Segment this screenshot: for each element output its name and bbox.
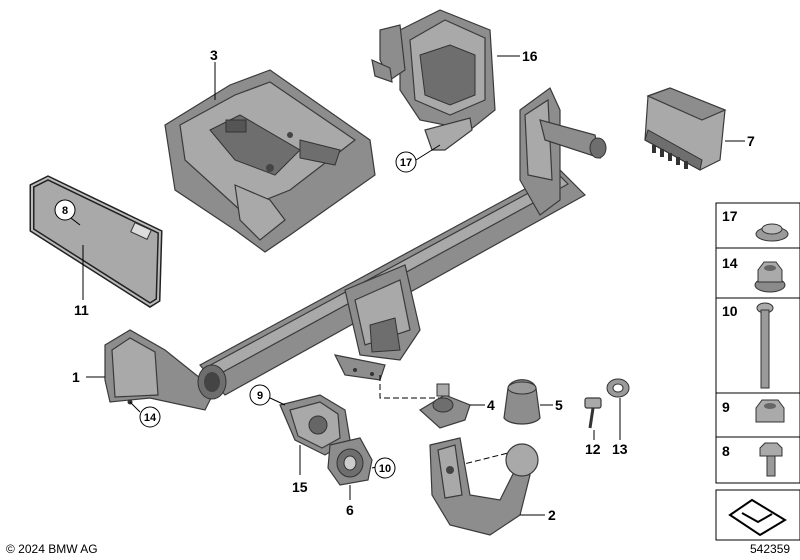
part-2-tow-ball [429,437,539,536]
copyright-text: © 2024 BMW AG [6,542,98,556]
sidebar-item-14: 14 [722,255,738,271]
sidebar-item-9: 9 [722,399,730,415]
hex-nut-icon [755,399,785,423]
part-6-socket [327,437,373,486]
callout-14-circled: 14 [144,412,157,424]
long-bolt-icon [756,302,774,389]
part-16-control-unit-holder [371,9,496,151]
part-11-frame-seal [29,175,163,308]
callout-11: 11 [74,302,89,318]
callout-17-circled: 17 [400,157,412,169]
sidebar-legend: 17 14 10 9 8 [715,202,800,541]
hex-nut-flange-icon [754,261,786,293]
sidebar-item-17: 17 [722,208,738,224]
callout-3: 3 [210,47,218,63]
hex-bolt-icon [759,442,783,477]
callout-7: 7 [747,133,755,149]
circled-callouts: 17 8 9 10 14 [54,151,417,479]
callout-12: 12 [585,441,601,457]
part-12-bolt [584,397,602,429]
callout-10-circled: 10 [379,463,391,475]
sidebar-item-8: 8 [722,443,730,459]
rivet-icon [755,223,789,242]
callout-8-circled: 8 [62,205,68,217]
part-9-socket-bracket [279,394,351,456]
set-arrow-icon [728,498,787,537]
part-5-cap [503,379,541,425]
part-3-mounting-tray [164,69,376,253]
callout-4: 4 [487,397,495,413]
callout-2: 2 [548,507,556,523]
callout-9-circled: 9 [257,390,263,402]
part-1-crossmember [104,87,607,411]
callout-16: 16 [522,48,538,64]
diagram-number: 542359 [750,542,790,556]
callout-15: 15 [292,479,308,495]
callout-5: 5 [555,397,563,413]
callout-13: 13 [612,441,628,457]
callouts: 3 16 7 1 11 4 5 12 13 2 6 15 [72,47,755,523]
part-4-lock [418,383,471,429]
sidebar-item-10: 10 [722,303,738,319]
part-13-washer [606,378,630,398]
callout-6: 6 [346,502,354,518]
part-7-control-module [644,87,727,171]
callout-1: 1 [72,369,80,385]
leader-lines [66,55,745,516]
